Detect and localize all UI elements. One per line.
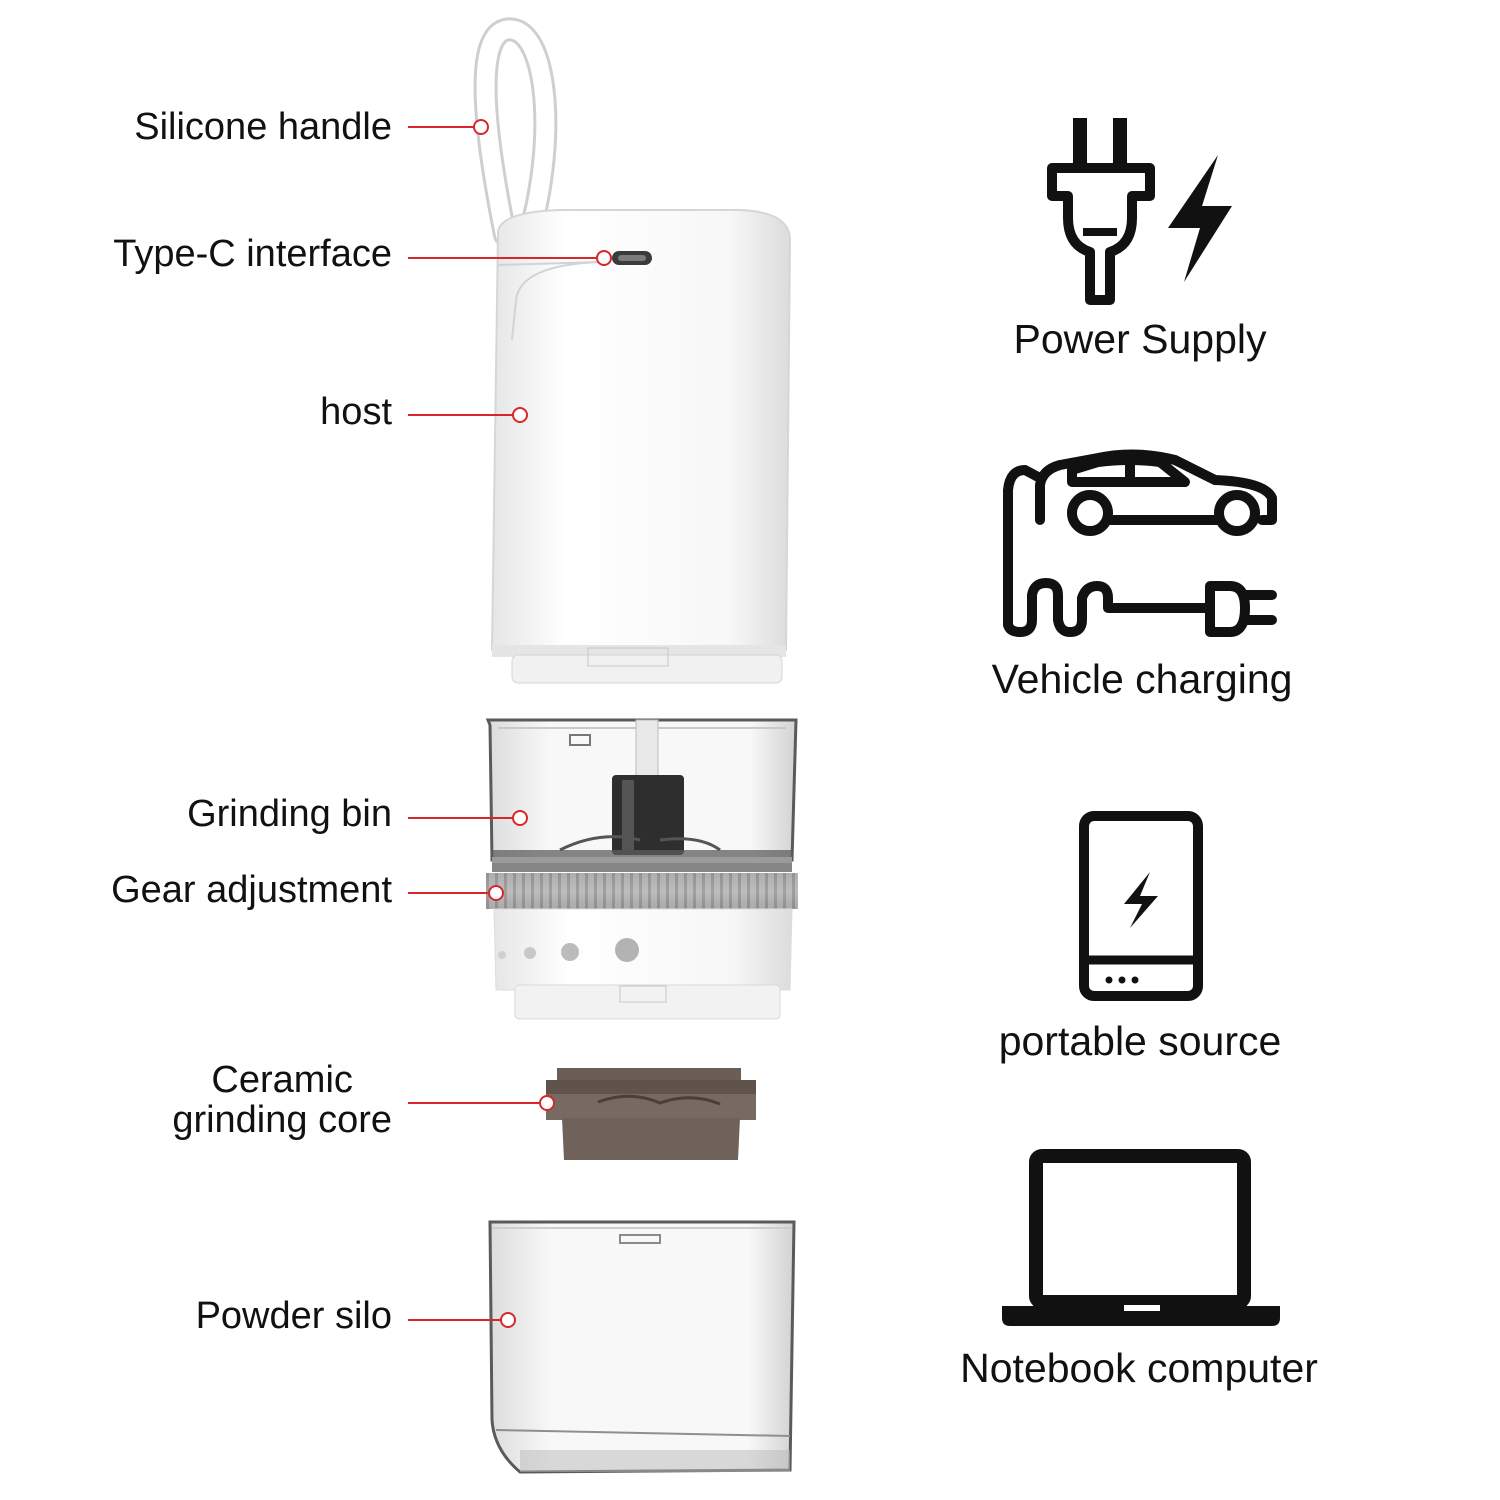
caption-vehicle-charging: Vehicle charging [991, 656, 1293, 702]
label-ceramic-line2: grinding core [172, 1099, 392, 1141]
label-grinding-bin: Grinding bin [187, 793, 392, 835]
label-ceramic-grinding-core: Ceramic grinding core [172, 1060, 392, 1140]
plug-lightning-icon [1047, 118, 1232, 305]
power-bank-icon [1079, 811, 1203, 1001]
label-silicone-handle: Silicone handle [134, 106, 392, 148]
caption-portable-source: portable source [998, 1018, 1282, 1064]
label-powder-silo: Powder silo [195, 1295, 392, 1337]
gear-adjustment-ring [486, 873, 798, 1020]
caption-notebook-computer: Notebook computer [960, 1345, 1318, 1391]
label-host: host [320, 391, 392, 433]
label-gear-adjustment: Gear adjustment [111, 869, 392, 911]
powder-silo [488, 1220, 796, 1474]
laptop-icon [1002, 1149, 1280, 1326]
host-body [490, 209, 792, 684]
ceramic-grinding-core [546, 1068, 756, 1160]
leader-lines [408, 119, 612, 1328]
silicone-handle [473, 17, 558, 252]
car-charging-icon [1003, 449, 1277, 637]
caption-power-supply: Power Supply [1013, 316, 1267, 362]
label-ceramic-line1: Ceramic [211, 1059, 353, 1101]
label-type-c-interface: Type-C interface [113, 233, 392, 275]
grinding-bin [485, 718, 798, 872]
